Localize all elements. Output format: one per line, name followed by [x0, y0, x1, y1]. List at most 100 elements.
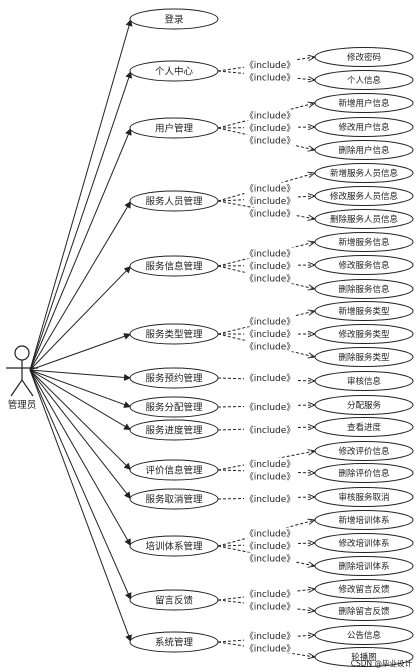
sub-use-case-label: 修改密码	[347, 52, 381, 63]
sub-use-case-ellipse	[314, 93, 414, 113]
use-case-ellipse	[129, 488, 219, 510]
include-line	[217, 589, 315, 601]
sub-use-case-ellipse	[314, 140, 414, 160]
sub-use-case-ellipse	[314, 395, 414, 415]
include-line	[217, 451, 315, 471]
include-label: 《include》	[245, 209, 296, 220]
include-label-bg	[244, 247, 296, 259]
include-relations: 《include》《include》《include》《include》《inc…	[217, 57, 315, 657]
use-case-ellipse	[129, 589, 219, 611]
sub-use-case-label: 修改培训体系	[338, 538, 389, 549]
include-line	[217, 200, 315, 219]
use-case-ellipse	[129, 323, 219, 345]
sub-use-case-ellipse	[314, 371, 414, 391]
sub-use-case-ellipse	[314, 209, 414, 229]
include-line	[217, 377, 315, 381]
include-label: 《include》	[245, 111, 296, 122]
include-label: 《include》	[245, 494, 296, 505]
include-label: 《include》	[245, 249, 296, 260]
include-label: 《include》	[245, 459, 296, 470]
association-line	[29, 18, 133, 371]
sub-use-case-ellipse	[314, 556, 414, 576]
sub-use-case-ellipse	[314, 347, 414, 367]
include-line	[217, 127, 315, 128]
sub-use-case-ellipse	[314, 441, 414, 461]
include-line	[217, 333, 315, 357]
sub-use-case-ellipse	[314, 47, 414, 67]
include-label: 《include》	[245, 589, 296, 600]
sub-use-case-label: 修改评价信息	[338, 446, 390, 457]
include-label-bg	[244, 372, 296, 383]
include-label-bg	[244, 315, 296, 327]
include-label-bg	[244, 552, 296, 564]
association-line	[29, 70, 133, 371]
sub-use-case-ellipse	[314, 533, 414, 553]
sub-use-case-label: 审核信息	[347, 376, 382, 387]
use-case-ellipse	[129, 631, 219, 653]
include-label-bg	[244, 272, 296, 284]
use-case-ellipse	[129, 117, 219, 139]
sub-use-case-label: 公告信息	[347, 630, 382, 641]
sub-use-case-ellipse	[314, 301, 414, 321]
sub-use-case-label: 修改服务人员信息	[330, 191, 399, 202]
include-label: 《include》	[245, 425, 296, 436]
sub-use-case-label: 删除服务信息	[338, 284, 390, 295]
include-label-bg	[244, 260, 296, 271]
include-line	[217, 427, 315, 431]
sub-use-case-ellipse	[314, 625, 414, 645]
include-label: 《include》	[245, 274, 296, 285]
association-line	[29, 333, 132, 371]
sub-use-case-ellipse	[314, 232, 414, 252]
use-cases: 登录个人中心用户管理服务人员管理服务信息管理服务类型管理服务预约管理服务分配管理…	[129, 8, 219, 653]
include-label-bg	[244, 207, 296, 219]
use-case-label: 个人中心	[155, 66, 194, 78]
use-case-ellipse	[129, 8, 219, 30]
sub-use-case-ellipse	[314, 186, 414, 206]
use-case-ellipse	[129, 459, 219, 481]
association-line	[29, 369, 132, 601]
sub-use-cases: 修改密码个人信息新增用户信息修改用户信息删除用户信息新增服务人员信息修改服务人员…	[314, 47, 414, 667]
include-label: 《include》	[245, 136, 296, 147]
include-label-bg	[244, 195, 296, 206]
include-label: 《include》	[245, 329, 296, 340]
sub-use-case-label: 修改服务类型	[338, 329, 390, 340]
association-line	[29, 369, 132, 431]
association-line	[29, 369, 132, 471]
actor-label: 管理员	[8, 399, 37, 411]
association-line	[29, 200, 132, 371]
include-label-bg	[244, 470, 296, 482]
include-label: 《include》	[245, 643, 296, 654]
use-case-ellipse	[129, 367, 219, 389]
association-line	[29, 369, 132, 643]
use-case-ellipse	[129, 255, 219, 277]
use-case-ellipse	[129, 396, 219, 418]
include-label-bg	[244, 424, 296, 435]
use-case-label: 留言反馈	[155, 595, 194, 607]
include-line	[217, 196, 315, 202]
use-case-label: 培训体系管理	[145, 541, 203, 553]
use-case-label: 服务预约管理	[145, 373, 203, 385]
sub-use-case-label: 轮播图	[351, 652, 377, 663]
include-label: 《include》	[245, 261, 296, 272]
sub-use-case-ellipse	[314, 601, 414, 621]
include-label: 《include》	[245, 554, 296, 565]
sub-use-case-label: 审核服务取消	[338, 492, 389, 503]
use-case-label: 服务类型管理	[145, 329, 203, 341]
include-line	[217, 242, 315, 267]
include-label-bg	[244, 600, 296, 612]
include-label: 《include》	[245, 342, 296, 353]
include-line	[217, 57, 315, 72]
include-label-bg	[244, 493, 296, 504]
include-label: 《include》	[245, 373, 296, 384]
include-line	[217, 469, 315, 473]
sub-use-case-label: 新增服务人员信息	[330, 168, 399, 179]
include-line	[217, 265, 315, 289]
include-label-bg	[244, 71, 296, 83]
sub-use-case-ellipse	[314, 117, 414, 137]
include-label: 《include》	[245, 631, 296, 642]
use-case-label: 服务取消管理	[145, 494, 203, 506]
include-label: 《include》	[245, 196, 296, 207]
include-label-bg	[244, 540, 296, 551]
sub-use-case-label: 删除培训体系	[338, 561, 389, 572]
include-label-bg	[244, 401, 296, 412]
